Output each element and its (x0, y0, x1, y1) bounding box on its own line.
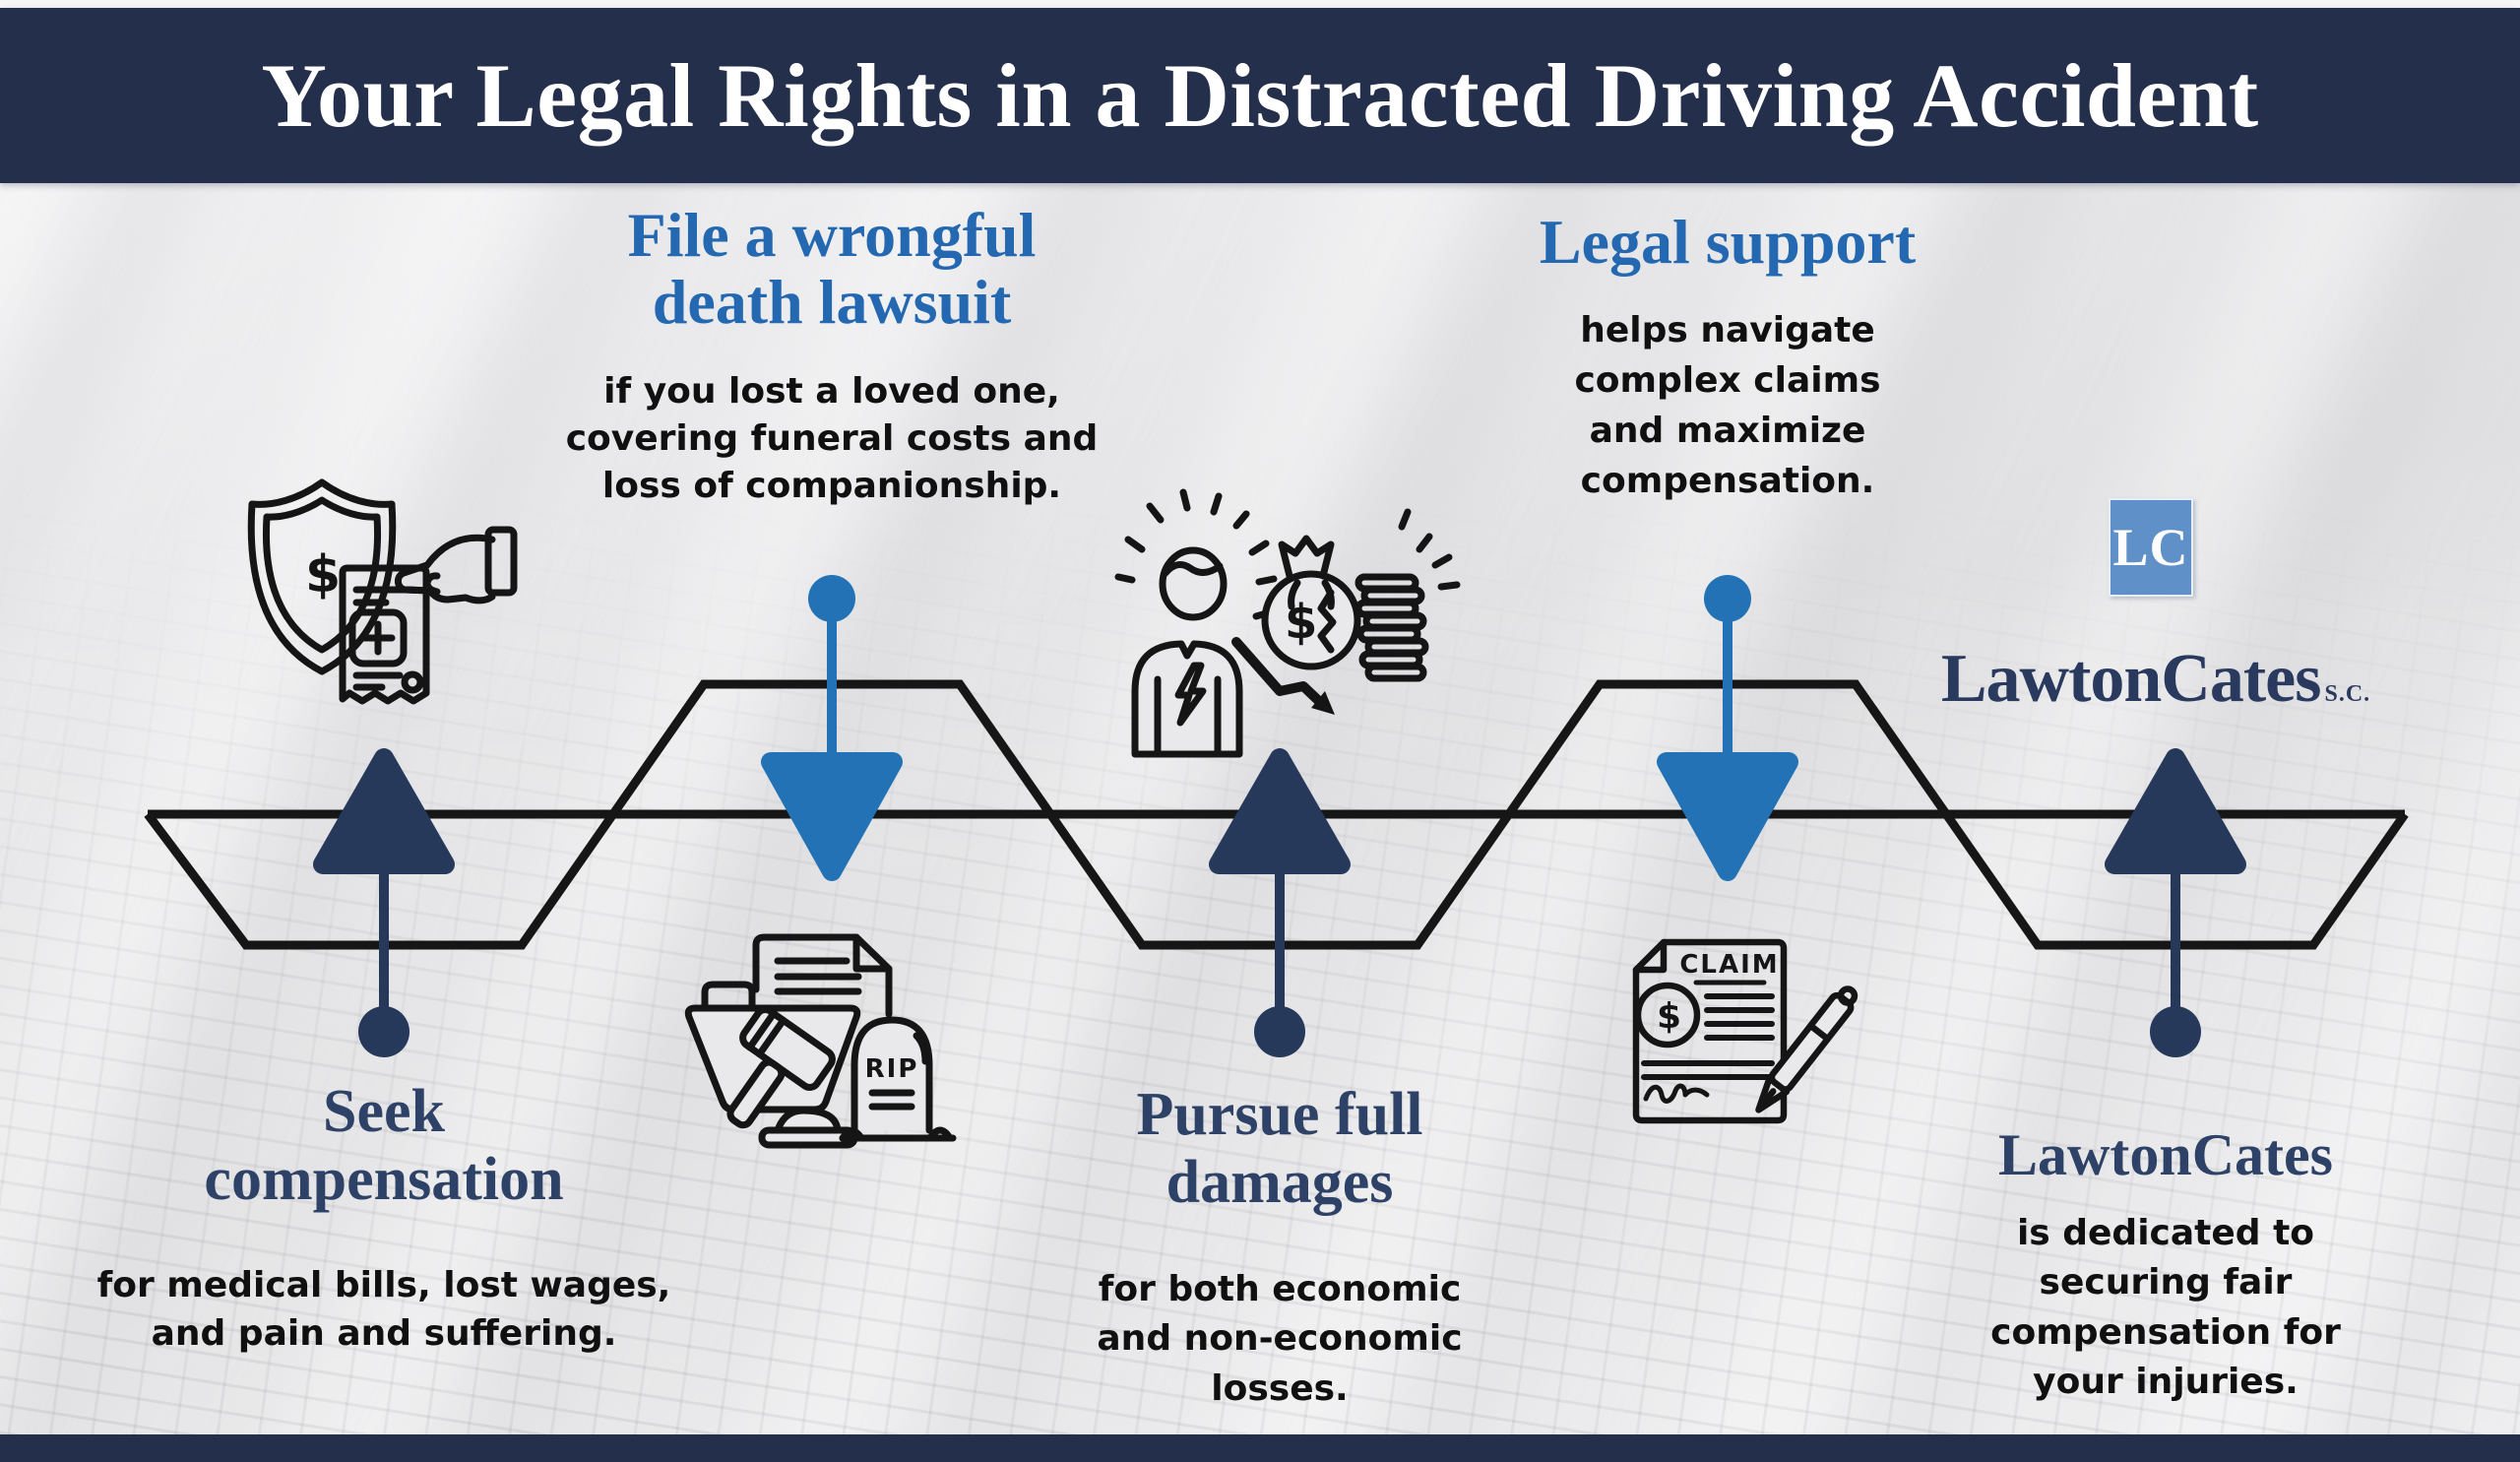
tombstone-rip-label: RIP (865, 1054, 919, 1084)
up-arrow-marker-3 (2105, 748, 2246, 1057)
step-body-pursue-damages: for both economic and non-economic losse… (1097, 1269, 1463, 1409)
claim-dollar-label: $ (1657, 996, 1681, 1037)
coin-stack (1354, 573, 1429, 682)
step-heading-legal-support: Legal support (1539, 207, 1917, 277)
shield-dollar-label: $ (305, 545, 341, 604)
down-arrow-marker-1 (761, 575, 903, 881)
injured-person-money-bag-icon: $ (1114, 488, 1461, 758)
up-arrow-marker-1 (313, 748, 455, 1057)
down-arrow-marker-2 (1657, 575, 1798, 881)
pen-glyph (1755, 985, 1858, 1113)
money-bag-dollar-label: $ (1285, 595, 1317, 650)
step-body-lawtoncates: is dedicated to securing fair compensati… (1990, 1213, 2341, 1403)
step-heading-wrongful-death: File a wrongful death lawsuit (627, 200, 1037, 338)
lawtoncates-monogram-icon: LC (2109, 498, 2193, 597)
step-heading-pursue-damages: Pursue full damages (1136, 1081, 1423, 1217)
logo-suffix: S.C. (2324, 681, 2371, 707)
step-heading-lawtoncates: LawtonCates (1998, 1122, 2333, 1187)
claim-document-pen-icon: CLAIM $ (1632, 938, 1858, 1124)
page-title: Your Legal Rights in a Distracted Drivin… (261, 45, 2259, 146)
step-body-seek-compensation: for medical bills, lost wages, and pain … (96, 1265, 671, 1354)
up-arrow-marker-2 (1209, 748, 1351, 1057)
claim-title-label: CLAIM (1679, 950, 1779, 980)
shield-medical-bill-hand-icon: $ (247, 478, 518, 705)
step-heading-seek-compensation: Seek compensation (204, 1078, 564, 1214)
top-white-strip (0, 0, 2520, 8)
title-bar: Your Legal Rights in a Distracted Drivin… (0, 8, 2520, 183)
step-body-wrongful-death: if you lost a loved one, covering funera… (565, 371, 1099, 506)
folder-gavel-tombstone-icon: RIP (684, 933, 957, 1149)
footer-bar (0, 1434, 2520, 1462)
step-body-legal-support: helps navigate complex claims and maximi… (1574, 310, 1881, 502)
